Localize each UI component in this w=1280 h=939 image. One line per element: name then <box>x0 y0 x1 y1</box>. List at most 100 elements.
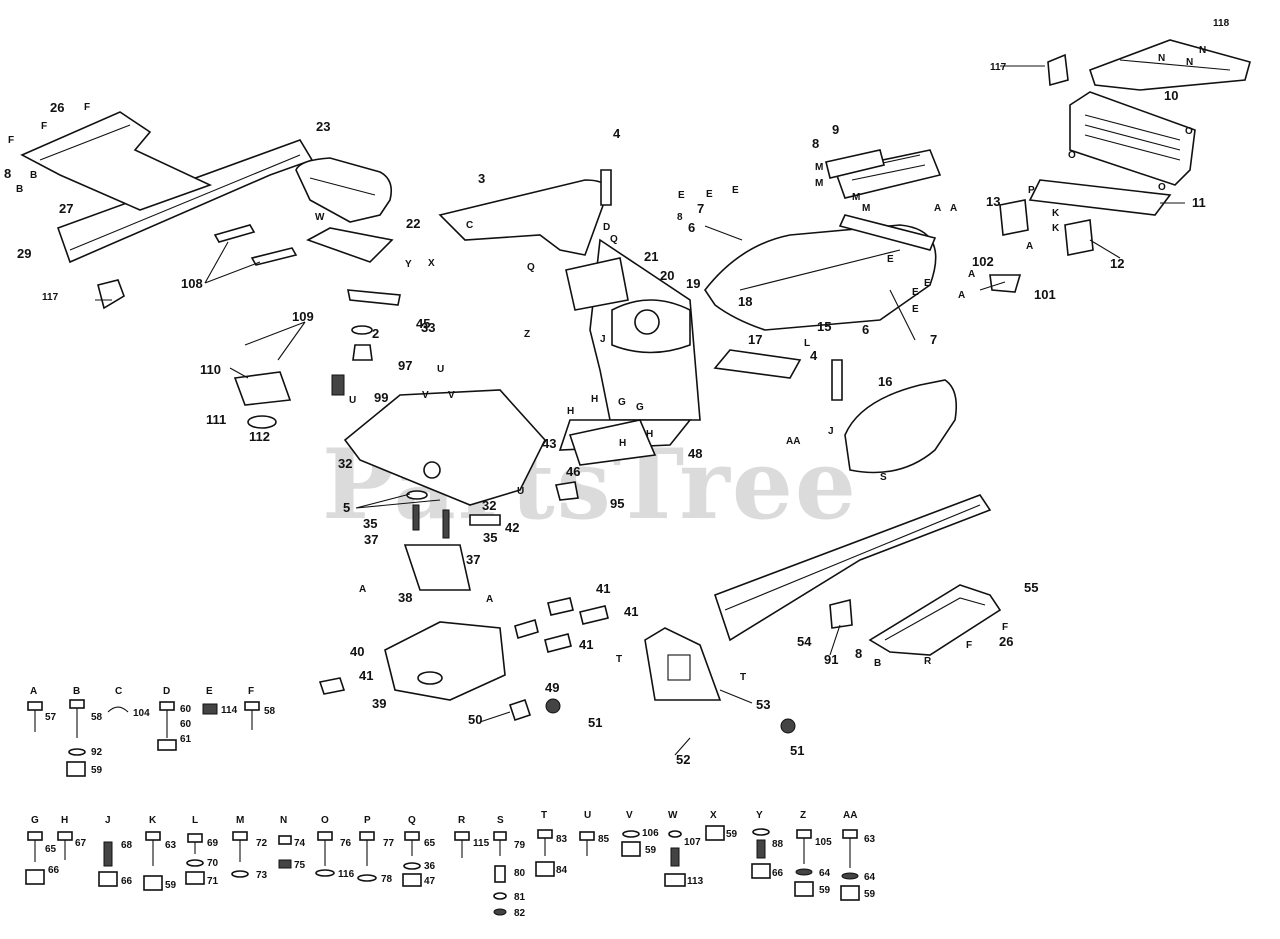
chassis-frame-43-part[interactable] <box>343 389 546 506</box>
hardware-part-83[interactable]: 83 <box>556 834 568 845</box>
part-number-41[interactable]: 41 <box>359 668 373 683</box>
part-number-8[interactable]: 8 <box>812 136 819 151</box>
part-number-7[interactable]: 7 <box>930 332 937 347</box>
hardware-part-61[interactable]: 61 <box>180 734 192 745</box>
mat-41-b[interactable] <box>547 597 574 616</box>
part-number-118[interactable]: 118 <box>1213 18 1230 29</box>
hardware-part-64[interactable]: 64 <box>864 872 876 883</box>
hardware-J[interactable] <box>98 841 118 887</box>
part-number-32[interactable]: 32 <box>338 456 352 471</box>
hardware-part-47[interactable]: 47 <box>424 876 436 887</box>
part-number-15[interactable]: 15 <box>817 319 831 334</box>
part-number-37[interactable]: 37 <box>364 532 378 547</box>
part-number-17[interactable]: 17 <box>748 332 762 347</box>
hardware-T[interactable] <box>535 829 555 877</box>
part-number-55[interactable]: 55 <box>1024 580 1038 595</box>
left-corner-cap-part[interactable] <box>97 279 125 310</box>
part-number-23[interactable]: 23 <box>316 119 330 134</box>
hardware-part-107[interactable]: 107 <box>684 837 701 848</box>
part-number-97[interactable]: 97 <box>398 358 412 373</box>
hardware-E[interactable] <box>202 703 218 715</box>
hardware-part-66[interactable]: 66 <box>48 865 60 876</box>
hardware-part-77[interactable]: 77 <box>383 838 395 849</box>
part-number-53[interactable]: 53 <box>756 697 770 712</box>
left-tray-part[interactable] <box>20 111 213 211</box>
part-number-40[interactable]: 40 <box>350 644 364 659</box>
right-corner-cap-part[interactable] <box>1047 53 1069 87</box>
hardware-Y[interactable] <box>751 828 771 879</box>
hardware-H[interactable] <box>57 831 73 860</box>
hardware-part-106[interactable]: 106 <box>642 828 659 839</box>
part-number-50[interactable]: 50 <box>468 712 482 727</box>
hardware-X[interactable] <box>705 825 725 841</box>
hardware-part-71[interactable]: 71 <box>207 876 219 887</box>
hardware-part-68[interactable]: 68 <box>121 840 133 851</box>
part-number-2[interactable]: 2 <box>372 326 379 341</box>
clamp-51-b[interactable] <box>780 718 796 734</box>
strap-108-a[interactable] <box>213 224 256 243</box>
hardware-Q[interactable] <box>402 831 422 887</box>
hardware-O[interactable] <box>315 831 335 877</box>
hardware-part-92[interactable]: 92 <box>91 747 103 758</box>
part-number-43[interactable]: 43 <box>542 436 556 451</box>
part-number-11[interactable]: 11 <box>1192 195 1206 210</box>
tray-17-part[interactable] <box>713 349 802 379</box>
hardware-C[interactable] <box>107 706 129 713</box>
part-number-32[interactable]: 32 <box>482 498 496 513</box>
hardware-S[interactable] <box>493 831 507 916</box>
hardware-part-82[interactable]: 82 <box>514 908 526 919</box>
mat-41-d[interactable] <box>514 618 539 640</box>
part-number-109[interactable]: 109 <box>292 309 314 324</box>
hardware-part-59[interactable]: 59 <box>726 829 738 840</box>
part-number-48[interactable]: 48 <box>688 446 702 461</box>
part-number-41[interactable]: 41 <box>596 581 610 596</box>
hardware-part-88[interactable]: 88 <box>772 839 784 850</box>
part-number-4[interactable]: 4 <box>613 126 621 141</box>
part-number-5[interactable]: 5 <box>343 500 350 515</box>
part-number-27[interactable]: 27 <box>59 201 73 216</box>
part-number-51[interactable]: 51 <box>790 743 804 758</box>
seat-bracket-part[interactable] <box>306 227 394 263</box>
hardware-part-79[interactable]: 79 <box>514 840 526 851</box>
hardware-V[interactable] <box>621 830 641 857</box>
pan-11-part[interactable] <box>1028 179 1172 216</box>
fitting-49[interactable] <box>508 698 532 722</box>
part-number-13[interactable]: 13 <box>986 194 1000 209</box>
part-number-9[interactable]: 9 <box>832 122 839 137</box>
rod-4-b[interactable] <box>831 359 843 401</box>
bolt-97[interactable] <box>352 344 373 361</box>
bracket-91-part[interactable] <box>829 598 853 629</box>
part-number-39[interactable]: 39 <box>372 696 386 711</box>
part-number-8[interactable]: 8 <box>855 646 862 661</box>
hose-52-part[interactable] <box>559 708 781 737</box>
part-number-117[interactable]: 117 <box>990 62 1007 73</box>
strap-108-b[interactable] <box>250 247 298 266</box>
spring-35-b[interactable] <box>442 509 450 539</box>
seat-back-10-part[interactable] <box>1069 91 1196 186</box>
mat-41-e[interactable] <box>544 633 572 653</box>
hardware-part-74[interactable]: 74 <box>294 838 306 849</box>
plate-42-part[interactable] <box>469 514 501 526</box>
hardware-part-59[interactable]: 59 <box>864 889 876 900</box>
bracket-13-part[interactable] <box>999 199 1029 236</box>
hardware-part-113[interactable]: 113 <box>687 876 704 887</box>
hardware-part-76[interactable]: 76 <box>340 838 352 849</box>
part-number-6[interactable]: 6 <box>688 220 695 235</box>
part-number-29[interactable]: 29 <box>17 246 31 261</box>
hardware-part-115[interactable]: 115 <box>473 838 490 849</box>
washer-2[interactable] <box>351 325 373 335</box>
part-number-102[interactable]: 102 <box>972 254 994 269</box>
hardware-part-66[interactable]: 66 <box>121 876 133 887</box>
hardware-part-60[interactable]: 60 <box>180 704 192 715</box>
hardware-G[interactable] <box>25 831 45 885</box>
hardware-part-65[interactable]: 65 <box>45 844 57 855</box>
bracket-46-part[interactable] <box>568 419 657 466</box>
hardware-part-72[interactable]: 72 <box>256 838 268 849</box>
hardware-B[interactable] <box>66 699 86 777</box>
part-number-41[interactable]: 41 <box>579 637 593 652</box>
hardware-W[interactable] <box>664 830 686 887</box>
hardware-Z[interactable] <box>794 829 814 897</box>
hardware-part-67[interactable]: 67 <box>75 838 87 849</box>
hardware-A[interactable] <box>27 701 43 732</box>
hardware-part-116[interactable]: 116 <box>338 869 355 880</box>
